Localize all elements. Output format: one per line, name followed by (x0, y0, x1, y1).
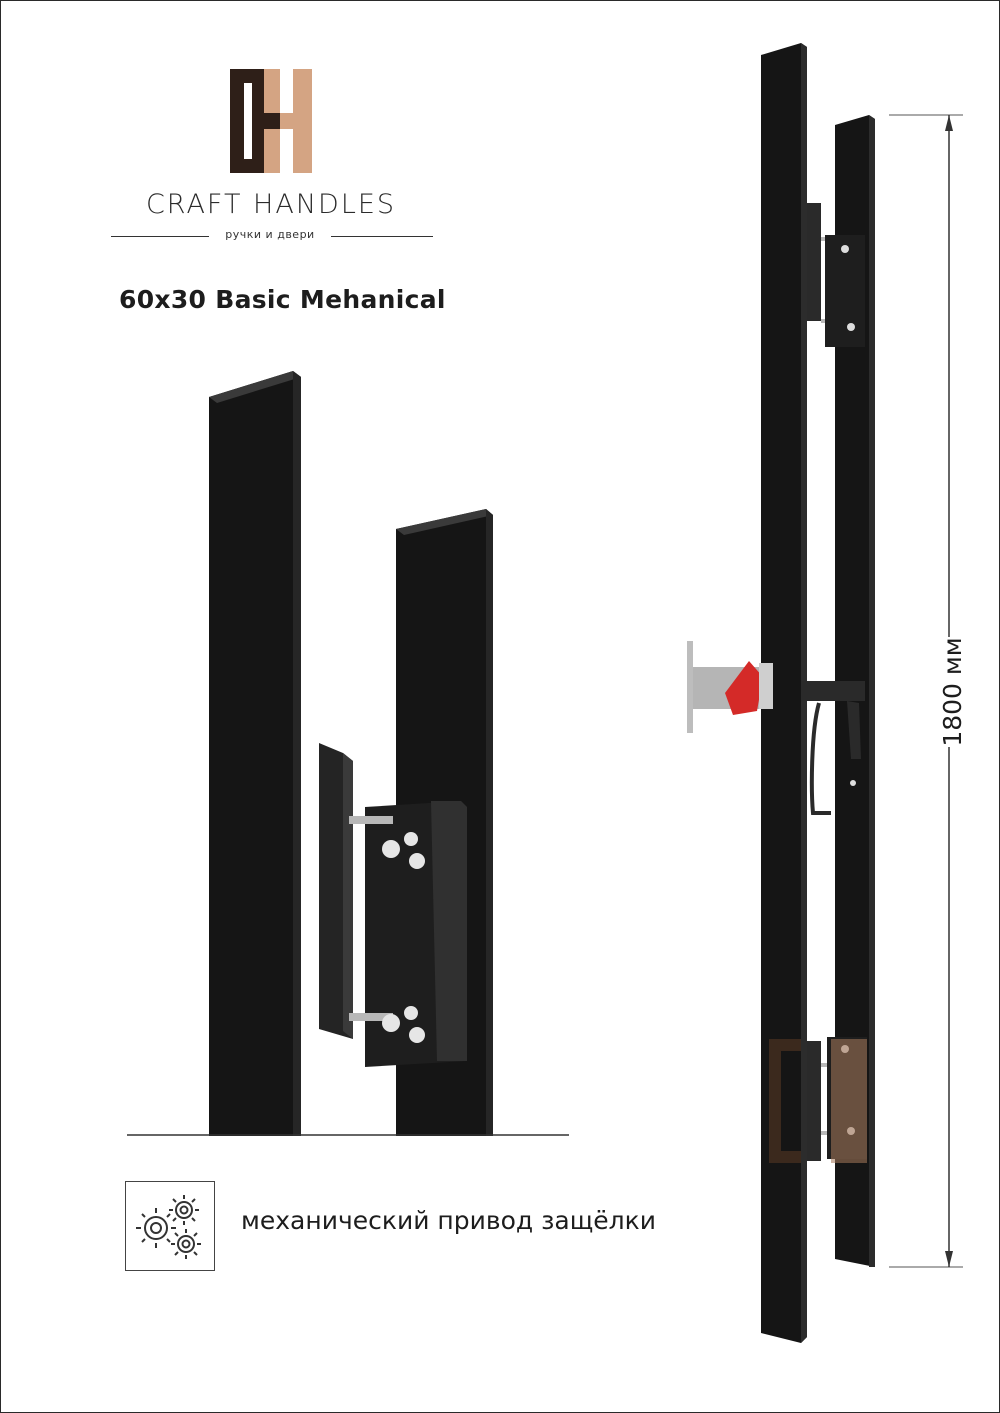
product-title: 60x30 Basic Mehanical (119, 285, 446, 314)
height-dimension-label: 1800 мм (936, 637, 970, 747)
brand-tagline-row: ручки и двери (111, 227, 433, 245)
ch-monogram-icon (230, 69, 312, 173)
tagline-rule-right (331, 236, 433, 237)
feature-label: механический привод защёлки (241, 1206, 656, 1235)
tagline-rule-left (111, 236, 209, 237)
brand-name: CRAFT HANDLES (145, 189, 397, 220)
feature-icon-box (125, 1181, 215, 1271)
gears-icon (136, 1195, 201, 1259)
brand-tagline: ручки и двери (225, 228, 315, 241)
ch-watermark-icon (769, 1039, 867, 1163)
handle-full-height-image (687, 43, 963, 1343)
handle-closeup-image (127, 371, 569, 1136)
